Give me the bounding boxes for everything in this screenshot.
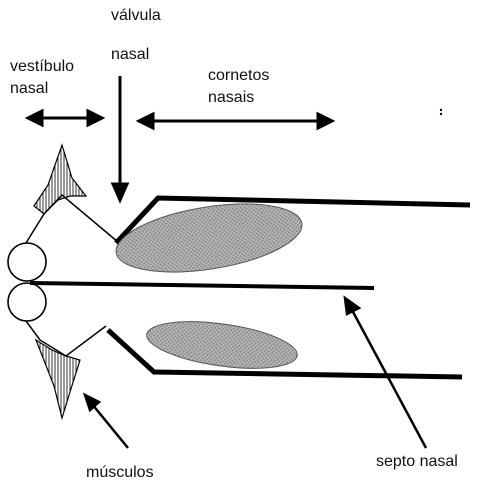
label-septo: septo nasal [376,452,458,472]
scan-speck [440,113,442,115]
label-cornetos-line2: nasais [208,88,254,108]
scan-speck [440,109,442,111]
septum-line [30,283,374,288]
vestibulo-double-arrow [28,111,102,125]
label-musculos: músculos [86,463,154,483]
upper-turbinate [111,193,306,284]
valvula-down-arrow [113,76,127,200]
label-valvula-line1: válvula [111,6,161,26]
lower-contour [26,321,106,356]
label-vestibulo-line1: vestíbulo [10,57,74,77]
label-valvula-line2: nasal [111,45,149,65]
musculos-arrow [85,395,128,448]
cornetos-double-arrow [139,114,332,128]
upper-muscle-shape [34,145,86,214]
lower-turbinate [144,314,300,377]
label-cornetos-line1: cornetos [208,66,269,86]
nostril-upper [8,243,46,281]
nostril-lower [8,283,46,321]
label-vestibulo-line2: nasal [10,79,48,99]
